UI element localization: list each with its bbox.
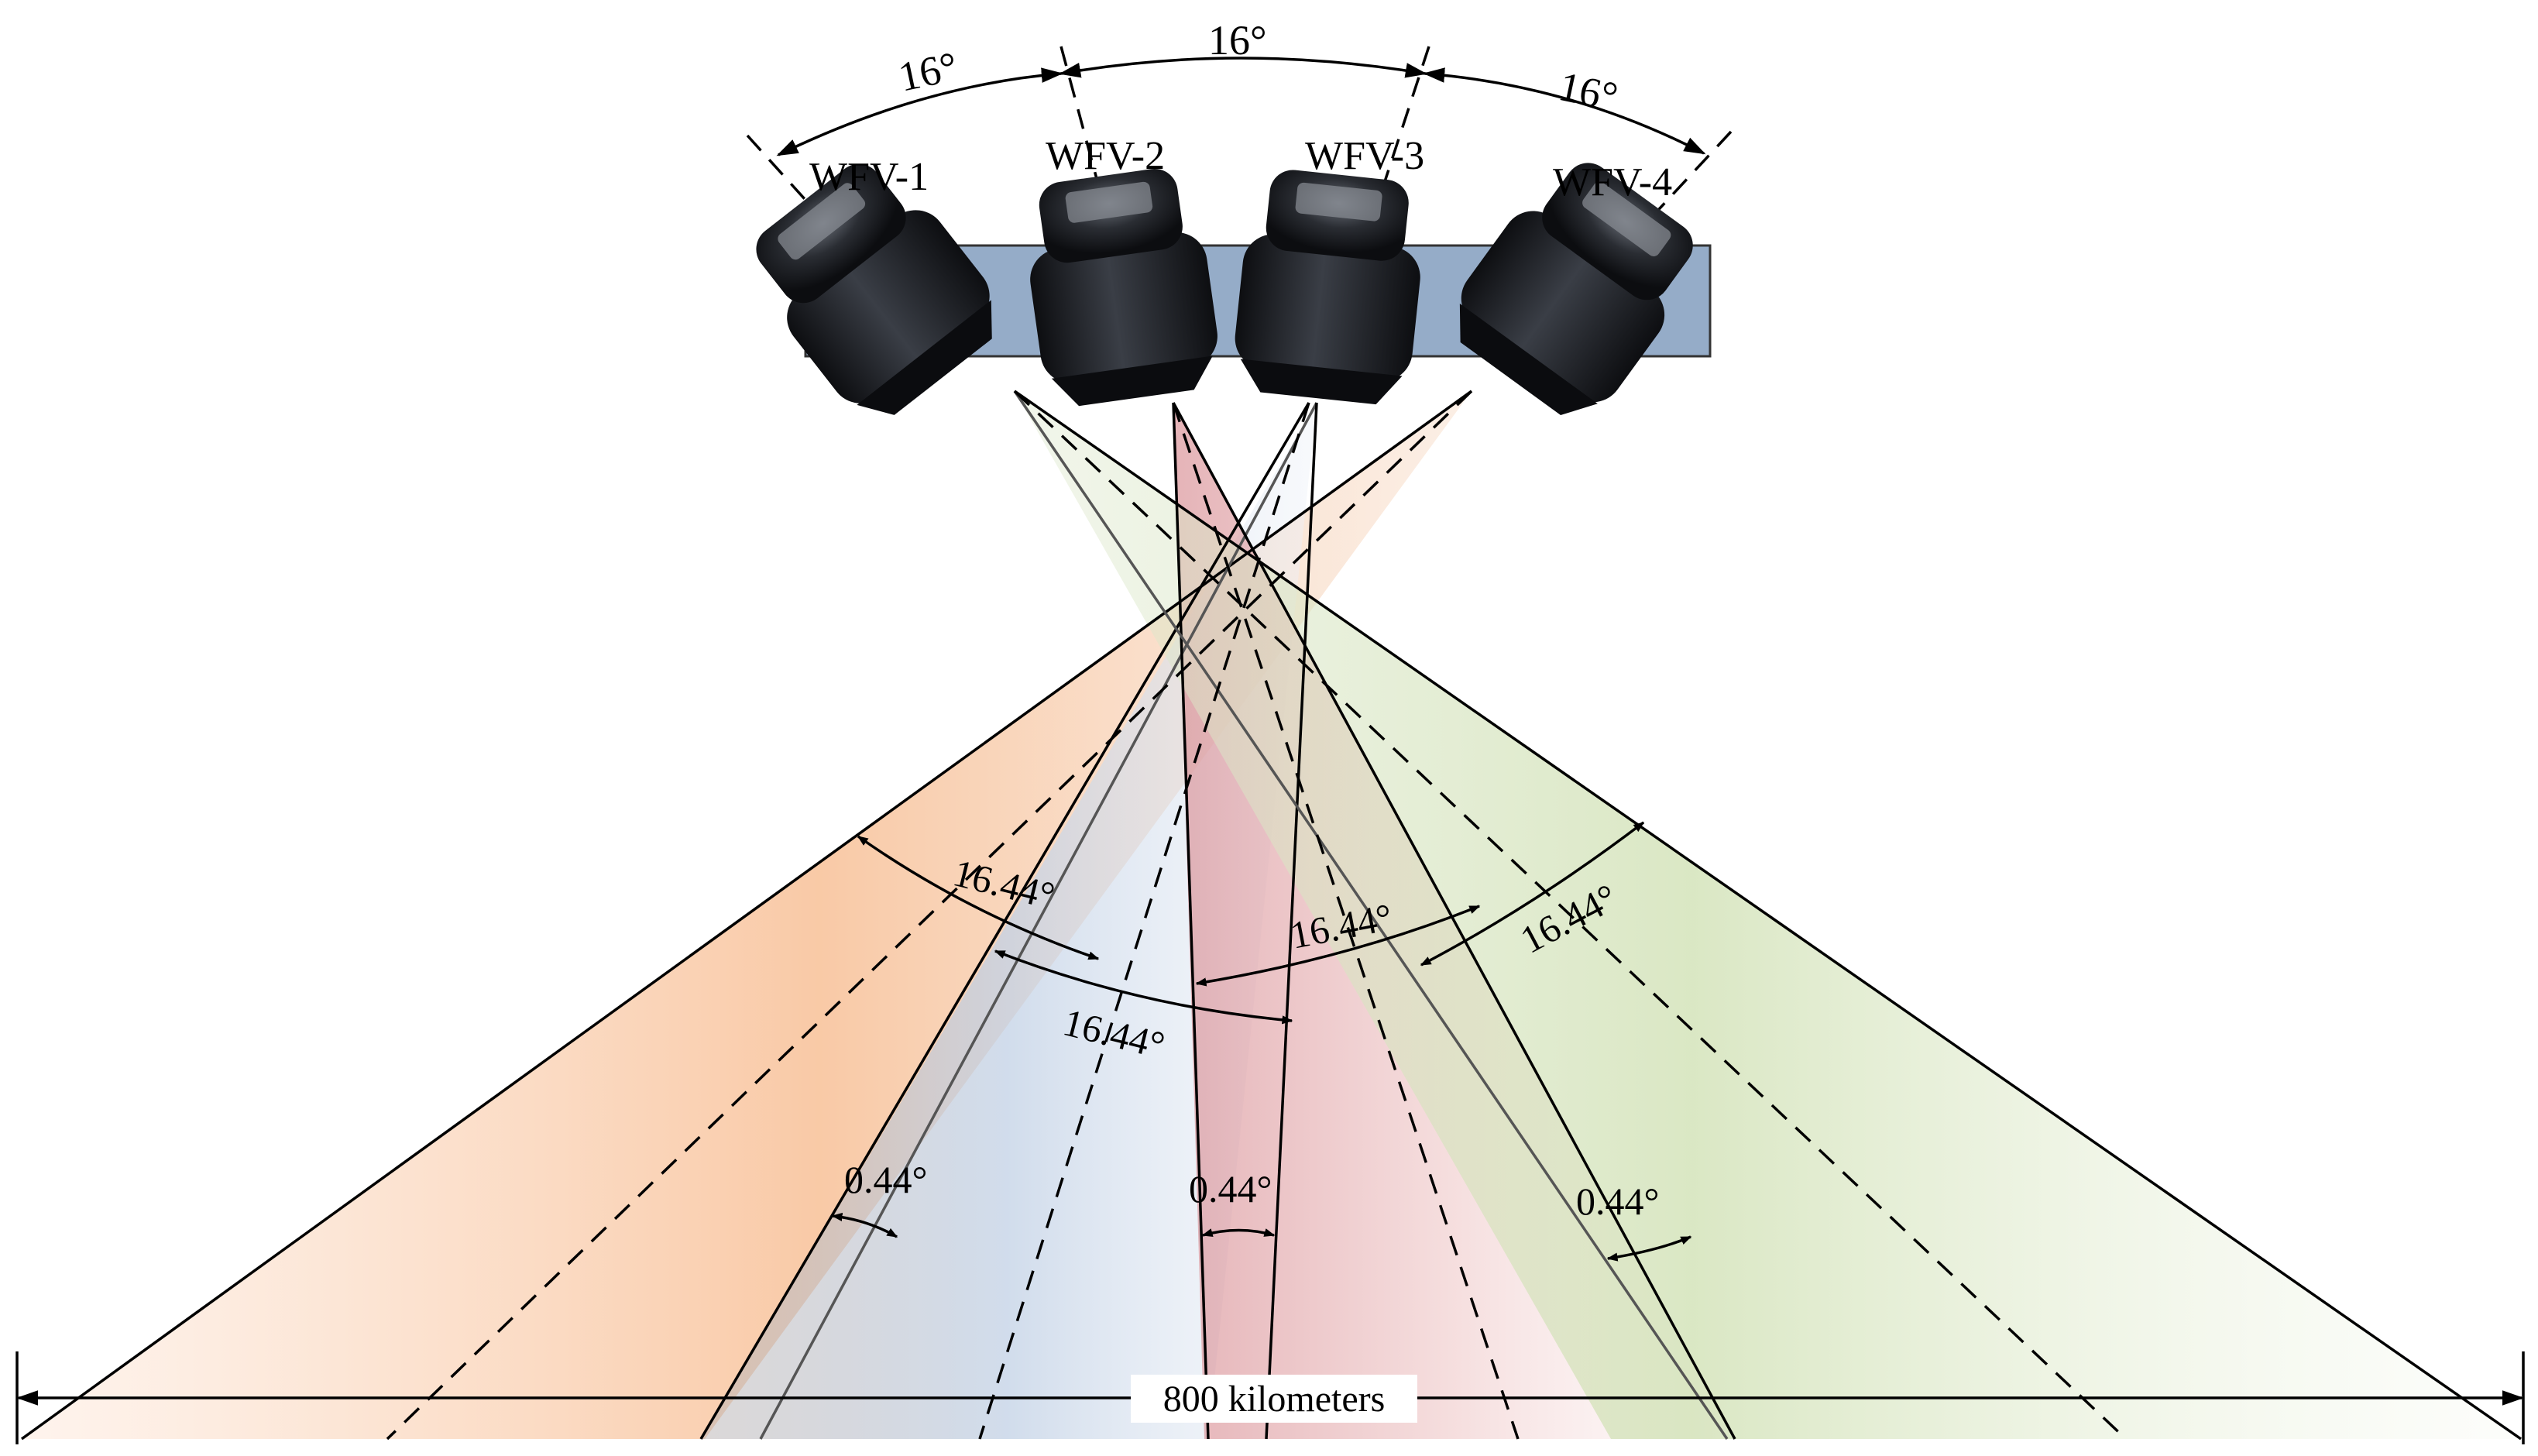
beam-fields (22, 391, 2521, 1439)
camera-wfv4 (1459, 163, 1693, 416)
fov-angle-arcs (857, 821, 1645, 1025)
top-angle-3: 16° (1555, 63, 1622, 120)
overlap-angle-3: 0.44° (1576, 1180, 1660, 1223)
swath-dimension: 800 kilometers (15, 1351, 2525, 1444)
arc-top-3 (1423, 67, 1706, 155)
camera-wfv2 (1030, 168, 1217, 407)
edge-wfv2-inner (1172, 402, 1210, 1440)
camera-wfv3 (1235, 170, 1420, 405)
arc-fov-4 (1420, 821, 1645, 967)
overlap-angle-1: 0.44° (844, 1158, 928, 1201)
swath-label: 800 kilometers (1163, 1379, 1386, 1420)
label-wfv2: WFV-2 (1046, 134, 1165, 178)
label-wfv4: WFV-4 (1553, 160, 1672, 204)
edge-wfv4-outer (1014, 390, 2522, 1441)
overlap-angle-2: 0.44° (1189, 1167, 1272, 1210)
label-wfv1: WFV-1 (809, 155, 929, 199)
center-wfv3 (1172, 402, 1520, 1440)
camera-wfv1 (756, 163, 992, 415)
arc-fov-1 (857, 835, 1100, 960)
arc-overlap-3 (1606, 1235, 1692, 1262)
arc-fov-2 (994, 949, 1293, 1025)
arc-overlap-1 (831, 1212, 898, 1238)
arc-top-1 (776, 67, 1063, 156)
arc-top-2 (1059, 57, 1427, 78)
arc-overlap-2 (1201, 1228, 1276, 1238)
overlap-angle-arcs (831, 1212, 1692, 1262)
center-wfv2 (978, 402, 1310, 1440)
swath-label-bg (1131, 1375, 1417, 1423)
top-angle-arcs (776, 57, 1706, 156)
top-angle-2: 16° (1208, 17, 1267, 64)
label-wfv3: WFV-3 (1305, 134, 1424, 178)
